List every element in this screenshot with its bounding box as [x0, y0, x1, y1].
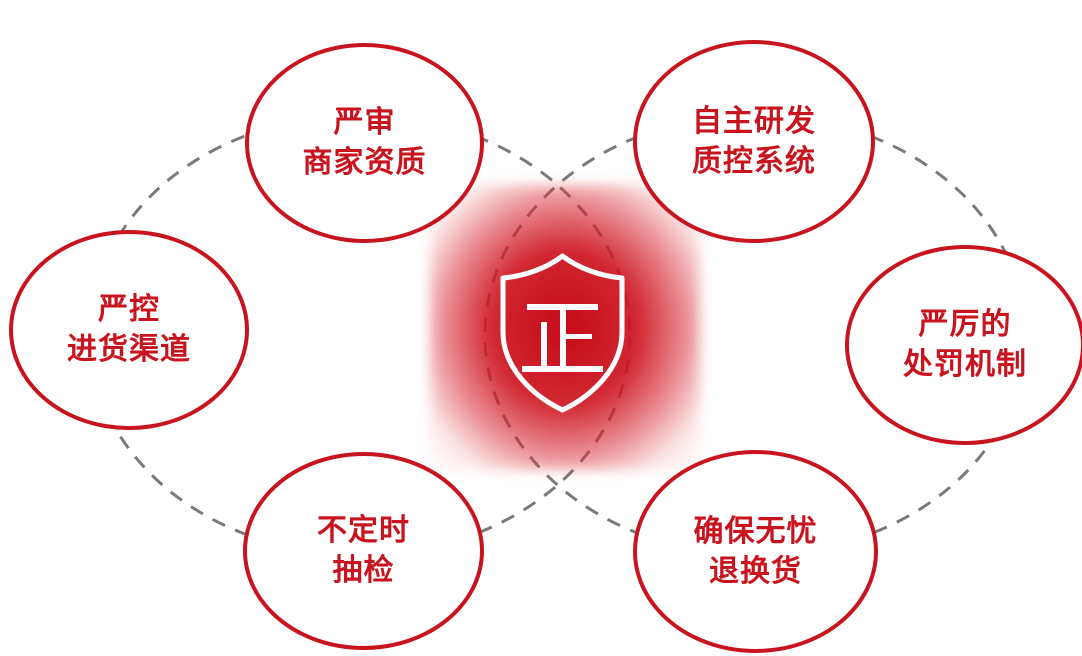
- node-line-2: 质控系统: [692, 143, 816, 179]
- node-line-2: 处罚机制: [903, 347, 1027, 382]
- node-line-1: 严厉的: [918, 307, 1012, 342]
- node-merchant-review: 严审 商家资质: [245, 43, 484, 243]
- node-line-2: 退换货: [709, 553, 802, 589]
- node-supply-channel-control: 严控 进货渠道: [9, 230, 249, 430]
- node-quality-control-system: 自主研发 质控系统: [633, 40, 875, 243]
- node-penalty-mechanism: 严厉的 处罚机制: [845, 245, 1082, 445]
- node-line-2: 抽检: [332, 553, 395, 588]
- node-line-1: 严控: [98, 292, 160, 327]
- node-line-1: 不定时: [317, 513, 410, 548]
- shield-icon: [500, 253, 625, 413]
- node-line-1: 确保无忧: [693, 513, 818, 549]
- node-random-inspection: 不定时 抽检: [243, 452, 484, 650]
- node-line-1: 严审: [333, 105, 396, 140]
- node-worry-free-returns: 确保无忧 退换货: [633, 450, 878, 653]
- node-line-2: 进货渠道: [67, 332, 191, 367]
- node-line-1: 自主研发: [692, 103, 816, 139]
- node-line-2: 商家资质: [302, 145, 427, 180]
